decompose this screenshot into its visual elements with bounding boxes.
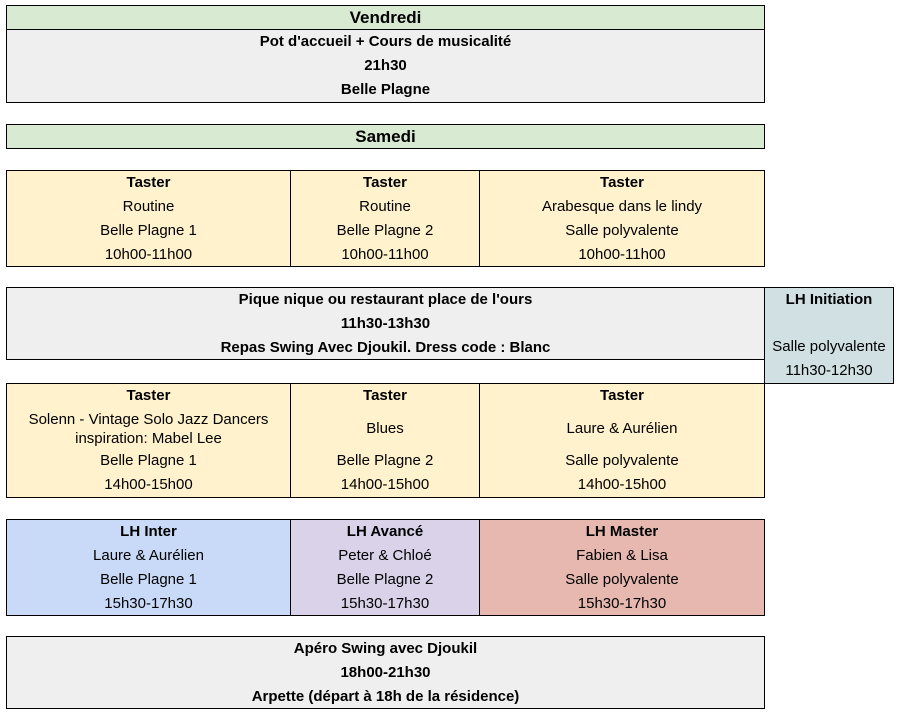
class-name: Peter & Chloé [338,547,432,564]
lunch-title: Pique nique ou restaurant place de l'our… [238,291,533,308]
class-type: Taster [363,174,407,191]
afternoon-tasters: Taster Solenn - Vintage Solo Jazz Dancer… [6,383,765,498]
class-name: Fabien & Lisa [576,547,668,564]
class-place: Belle Plagne 2 [336,222,434,239]
class-place: Belle Plagne 2 [336,571,434,588]
day-title: Samedi [355,127,416,146]
event-time: 21h30 [364,57,407,74]
class-cell: LH Master Fabien & Lisa Salle polyvalent… [479,520,764,615]
lunch-note: Repas Swing Avec Djoukil. Dress code : B… [220,339,551,356]
class-cell: Taster Laure & Aurélien Salle polyvalent… [479,384,764,497]
class-name: Laure & Aurélien [93,547,204,564]
vendredi-header: Vendredi [6,5,765,30]
class-time: 15h30-17h30 [340,595,430,612]
lh-classes: LH Inter Laure & Aurélien Belle Plagne 1… [6,519,765,616]
apero-block: Apéro Swing avec Djoukil 18h00-21h30 Arp… [6,636,765,709]
class-cell: Taster Solenn - Vintage Solo Jazz Dancer… [7,384,290,497]
class-place: Salle polyvalente [565,571,679,588]
class-type: LH Master [585,523,659,540]
event-name: Pot d'accueil + Cours de musicalité [259,33,512,50]
class-type: Taster [600,387,644,404]
class-time: 14h00-15h00 [104,476,193,493]
class-cell: Taster Routine Belle Plagne 2 10h00-11h0… [290,171,479,266]
lunch-time: 11h30-13h30 [340,315,431,332]
class-time: 15h30-17h30 [577,595,667,612]
day-title: Vendredi [349,8,422,27]
class-name: Blues [366,420,404,437]
class-cell: Taster Blues Belle Plagne 2 14h00-15h00 [290,384,479,497]
class-place: Salle polyvalente [565,452,679,469]
class-name: Laure & Aurélien [566,420,678,437]
class-time: 14h00-15h00 [340,476,430,493]
class-type: LH Avancé [346,523,424,540]
class-place: Belle Plagne 1 [100,452,197,469]
class-time: 11h30-12h30 [785,362,873,379]
class-place: Belle Plagne 1 [100,222,197,239]
class-name: Arabesque dans le lindy [541,198,703,215]
apero-place: Arpette (départ à 18h de la résidence) [251,688,520,705]
apero-time: 18h00-21h30 [340,664,431,681]
vendredi-event: Pot d'accueil + Cours de musicalité 21h3… [6,29,765,103]
morning-tasters: Taster Routine Belle Plagne 1 10h00-11h0… [6,170,765,267]
class-cell: LH Avancé Peter & Chloé Belle Plagne 2 1… [290,520,479,615]
class-time: 10h00-11h00 [578,246,666,263]
lh-initiation-cell: LH Initiation Salle polyvalente 11h30-12… [764,287,894,384]
class-type: LH Inter [120,523,177,540]
class-time: 14h00-15h00 [577,476,667,493]
class-place: Belle Plagne 1 [100,571,197,588]
class-place: Salle polyvalente [772,338,886,355]
class-cell: Taster Routine Belle Plagne 1 10h00-11h0… [7,171,290,266]
event-place: Belle Plagne [340,81,431,98]
class-time: 10h00-11h00 [341,246,429,263]
class-place: Belle Plagne 2 [336,452,434,469]
class-place: Salle polyvalente [565,222,679,239]
class-type: Taster [363,387,407,404]
class-cell: Taster Arabesque dans le lindy Salle pol… [479,171,764,266]
samedi-header: Samedi [6,124,765,149]
class-name: Routine [359,198,411,215]
class-name: Routine [122,198,175,215]
class-time: 10h00-11h00 [104,246,193,263]
class-time: 15h30-17h30 [104,595,193,612]
class-type: LH Initiation [785,291,873,308]
lunch-block: Pique nique ou restaurant place de l'our… [6,287,765,360]
apero-title: Apéro Swing avec Djoukil [293,640,478,657]
class-cell: LH Inter Laure & Aurélien Belle Plagne 1… [7,520,290,615]
class-type: Taster [600,174,644,191]
class-type: Taster [126,387,171,404]
class-type: Taster [126,174,171,191]
